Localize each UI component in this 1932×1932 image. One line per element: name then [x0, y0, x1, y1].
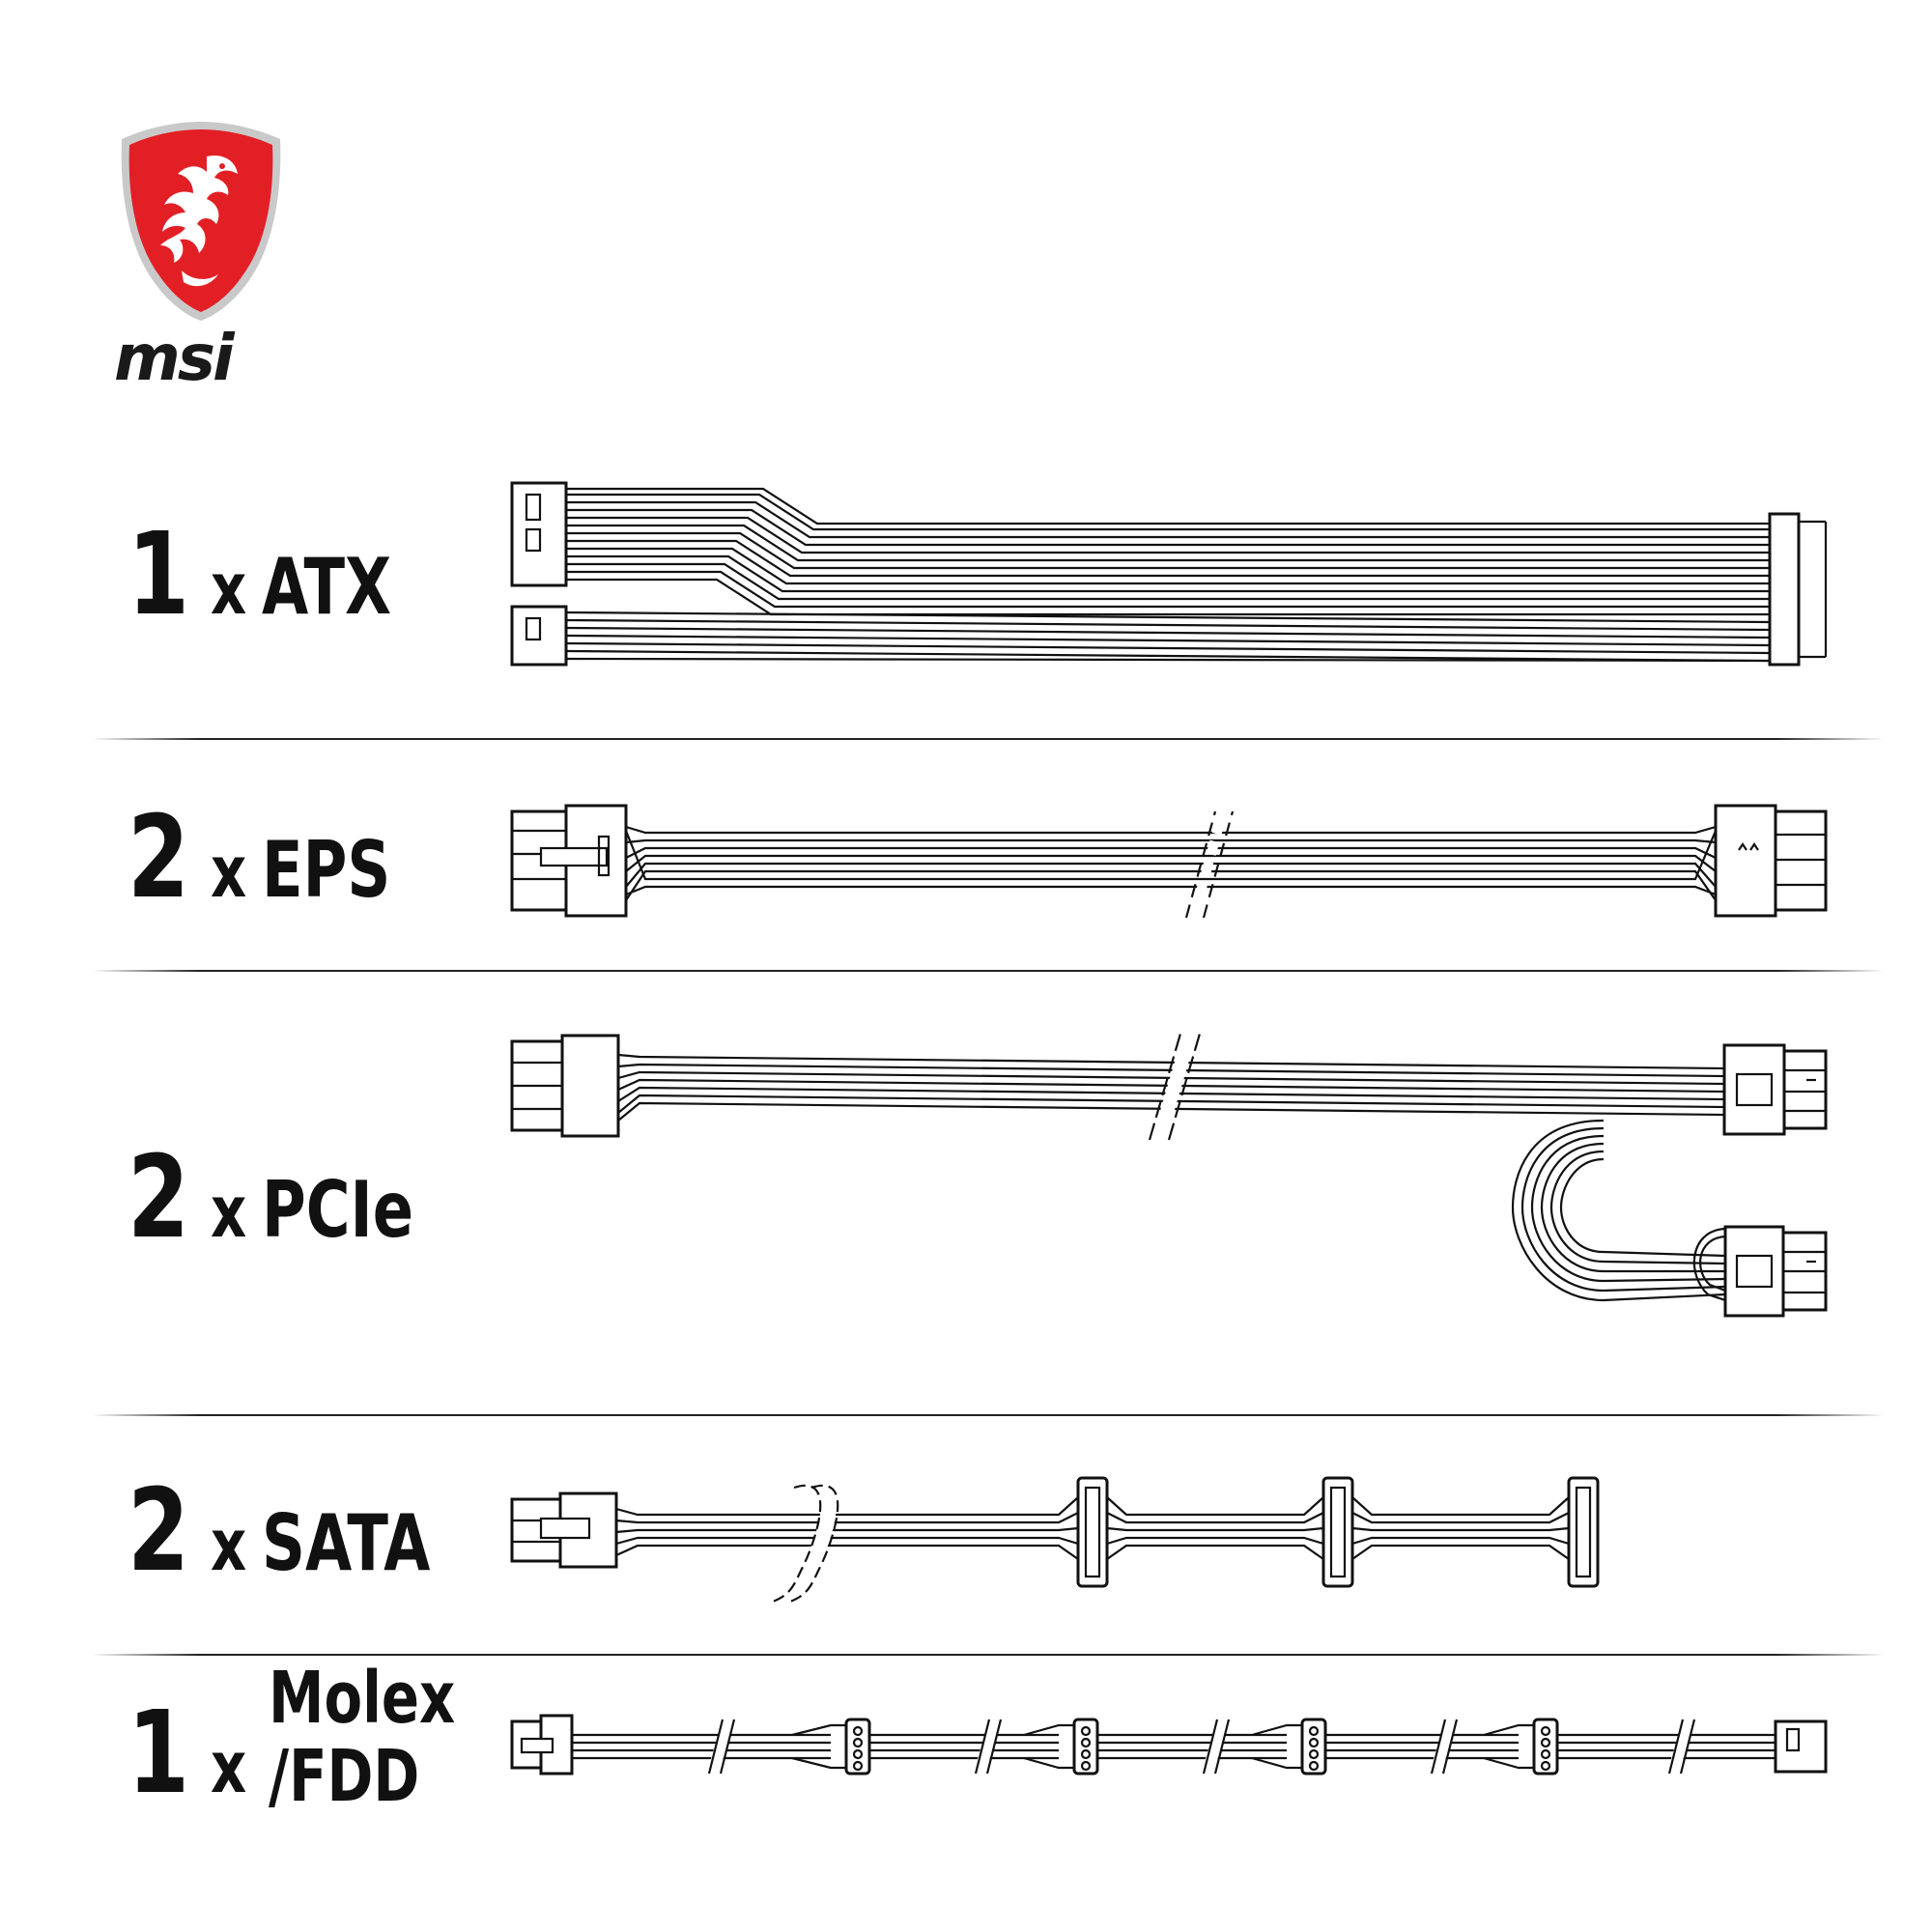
molex-name-line2: /FDD — [269, 1735, 420, 1819]
sata-quantity: 2 — [128, 1463, 190, 1597]
eps-cable — [510, 804, 1828, 919]
atx-times: x — [210, 548, 246, 631]
msi-dragon-shield-icon — [121, 122, 281, 321]
atx-quantity: 1 — [128, 507, 190, 640]
row-label-sata: 2 x SATA — [128, 1463, 477, 1597]
sata-times: x — [210, 1504, 246, 1587]
pcie-cable — [510, 1032, 1828, 1318]
row-label-eps: 2 x EPS — [128, 790, 427, 923]
molex-name-line1: Molex — [269, 1657, 456, 1740]
eps-quantity: 2 — [128, 790, 190, 923]
sata-name: SATA — [261, 1498, 431, 1588]
divider-atx-eps — [92, 738, 1884, 740]
pcie-quantity: 2 — [128, 1130, 190, 1264]
divider-sata-molex — [92, 1654, 1884, 1656]
pcie-times: x — [210, 1171, 246, 1254]
eps-name: EPS — [261, 825, 391, 915]
sata-cable — [510, 1476, 1600, 1609]
row-label-atx: 1 x ATX — [128, 507, 428, 640]
msi-wordmark: msi — [114, 321, 235, 395]
atx-name: ATX — [261, 542, 392, 632]
divider-pcie-sata — [92, 1414, 1884, 1416]
eps-times: x — [210, 831, 246, 914]
molex-name-stack: Molex /FDD — [269, 1657, 456, 1819]
row-label-pcie: 2 x PCIe — [128, 1130, 456, 1264]
divider-eps-pcie — [92, 970, 1884, 972]
molex-times: x — [210, 1726, 246, 1809]
row-label-molex: 1 x — [128, 1686, 256, 1819]
molex-cable — [510, 1714, 1828, 1776]
pcie-name: PCIe — [261, 1165, 413, 1255]
molex-quantity: 1 — [128, 1686, 190, 1819]
atx-cable — [510, 481, 1828, 667]
